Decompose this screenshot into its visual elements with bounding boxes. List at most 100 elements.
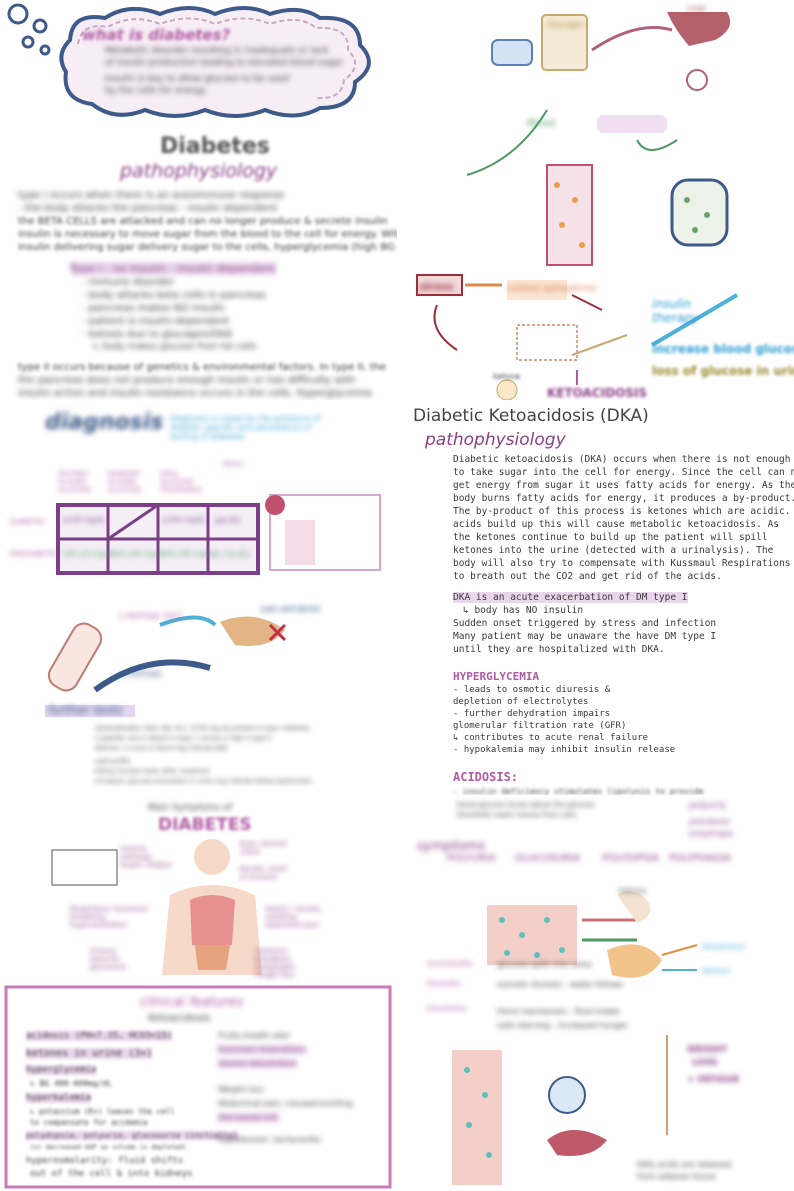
right-list-4: Weight loss bbox=[218, 1085, 264, 1094]
type1-bullet-2: - body attacks beta cells in pancreas bbox=[82, 290, 266, 301]
right-list-6: Decreased LOC bbox=[218, 1113, 280, 1122]
body-figure bbox=[4, 839, 392, 1189]
type1-line-2: - the body attacks the pancreas - insuli… bbox=[18, 203, 278, 214]
col-head-2: RANDOM PLASMA GLUCOSE bbox=[108, 470, 142, 494]
symptoms-head-small: Main Symptoms of bbox=[148, 803, 232, 813]
diagnosis-note: Diagnosis is made by the presence of dia… bbox=[170, 414, 321, 441]
body-label-6: Urinary: polyuria, glucosuria bbox=[90, 947, 127, 971]
symptom-4: POLYPHAGIA bbox=[669, 853, 732, 864]
header-line-2: threshold, water moves from cells bbox=[457, 811, 577, 819]
test-label-3: GAD ANTIBODY bbox=[260, 605, 322, 614]
type1-bullet-3: - pancreas makes NO insulin bbox=[82, 303, 225, 314]
dka-para-2: to take sugar into the cell for energy. … bbox=[453, 467, 794, 478]
increase-glucose-label: increase blood glucose bbox=[652, 342, 794, 356]
col-head-1: FASTING PLASMA GLUCOSE bbox=[58, 470, 92, 494]
dka-line-3: Sudden onset triggered by stress and inf… bbox=[453, 618, 717, 629]
page-title: Diabetes bbox=[160, 134, 270, 159]
test-label-2: C-PEPTIDE bbox=[120, 670, 162, 679]
left-list-5: hyperkalemia bbox=[26, 1093, 92, 1103]
cell-2-4: 5.7-6.4% bbox=[214, 550, 250, 559]
flow-text-1: glucose spills into urine bbox=[497, 960, 592, 969]
diagram-label-glycogen: Glycogen bbox=[547, 20, 585, 29]
type2-line-3: insulin action and insulin resistance oc… bbox=[18, 388, 372, 399]
dka-para-7: the ketones continue to build up the pat… bbox=[453, 532, 768, 543]
type1-bullet-1: - immune disorder bbox=[82, 277, 175, 288]
row-head-1: DIABETES bbox=[10, 518, 45, 526]
top-right-2: polydipsia bbox=[689, 817, 730, 826]
dka-para-8: ketones into the urine (detected with a … bbox=[453, 545, 774, 556]
body-label-5: Gastric: nausea, vomiting, abdominal pai… bbox=[265, 905, 322, 929]
body-label-3: Breath: smell of acetone bbox=[240, 865, 287, 881]
type1-bullet-4: - patient is insulin-dependent bbox=[82, 316, 229, 327]
dka-line-1: DKA is an acute exacerbation of DM type … bbox=[453, 592, 688, 603]
hyper-line-4: glomerular filtration rate (GFR) bbox=[453, 721, 627, 731]
ketoacidosis-label: KETOACIDOSIS bbox=[547, 386, 648, 400]
left-list-3: hyperglycemia bbox=[26, 1065, 97, 1075]
type2-line-1: type II occurs because of genetics & env… bbox=[18, 362, 387, 373]
type1-bullet-6: ↳ body makes glucose from fat cells bbox=[92, 342, 257, 352]
weight-3: + FATIGUE bbox=[687, 1075, 740, 1085]
hyper-line-6: - hypokalemia may inhibit insulin releas… bbox=[453, 745, 676, 755]
type1-line-5: insulin delivering sugar delivery sugar … bbox=[18, 242, 397, 253]
ketone-label: ketone bbox=[493, 372, 521, 381]
box-subtitle: Ketoacidosis bbox=[148, 1013, 211, 1024]
left-list-7: to compensate for acidemia bbox=[30, 1118, 148, 1127]
box-title: clinical features bbox=[140, 995, 244, 1010]
cloud-decoration bbox=[7, 3, 371, 118]
cell-2-2: 140-199 mg/dL bbox=[112, 550, 166, 558]
cloud-line-1: Metabolic disorder resulting in inadequa… bbox=[105, 46, 329, 56]
quadrant-dka: Diabetic Ketoacidosis (DKA) pathophysiol… bbox=[397, 400, 794, 795]
acidosis-heading: ACIDOSIS: bbox=[453, 770, 519, 784]
dka-title: Diabetic Ketoacidosis (DKA) bbox=[413, 406, 649, 426]
loss-glucose-label: loss of glucose in urine bbox=[652, 364, 794, 378]
cell-1-3: ≥200 mg/dL bbox=[162, 516, 206, 524]
body-label-1: Central: Lethargy, stupor, fatigue bbox=[120, 845, 172, 869]
dka-subtitle: pathophysiology bbox=[425, 430, 566, 450]
right-list-2: Kussmaul respirations bbox=[218, 1045, 306, 1054]
right-label-1: Kidneys bbox=[619, 887, 647, 895]
left-list-6: ↳ potassium (K+) leaves the cell bbox=[30, 1107, 175, 1116]
body-label-4: Respiratory: Kussmaul breathing, hyperve… bbox=[70, 905, 148, 929]
dka-para-9: body will also try to compensate with Ku… bbox=[453, 558, 791, 569]
dka-para-5: The by-product of this process is ketone… bbox=[453, 506, 794, 517]
hyper-line-3: - further dehydration impairs bbox=[453, 709, 611, 719]
symptoms-title: symptoms bbox=[417, 839, 485, 854]
bottom-line-1: fatty acids are released bbox=[637, 1160, 732, 1169]
fine-line-5: Kidney function tests: BUN, creatinine bbox=[95, 768, 210, 775]
type1-line-3: the BETA CELLS are attacked and can no l… bbox=[18, 216, 388, 227]
fine-line-1: Autoantibodies: GAD, IAA, IA-2, ZnT8 may… bbox=[95, 725, 310, 732]
quadrant-diabetes-pathophysiology: what is diabetes? Metabolic disorder res… bbox=[0, 0, 397, 400]
dka-para-3: get energy from sugar it uses fatty acid… bbox=[453, 480, 794, 491]
diagram-label-blood: Blood bbox=[527, 118, 556, 129]
right-label-3: Ketones bbox=[702, 967, 730, 975]
cell-2-3: 140-199 mg/dL bbox=[162, 550, 216, 558]
cell-1-4: ≥6.5% bbox=[214, 516, 242, 525]
dka-line-4: Many patient may be unaware the have DM … bbox=[453, 631, 717, 642]
right-list-5: Abdominal pain, nausea/vomiting bbox=[218, 1099, 353, 1108]
glucose-flow-diagram bbox=[416, 12, 739, 400]
fine-line-4: Lipid profile bbox=[95, 758, 131, 765]
diagnosis-diagram bbox=[45, 494, 381, 717]
cloud-line-4: by the cells for energy bbox=[105, 86, 207, 96]
symptom-3: POLYDIPSIA bbox=[602, 853, 660, 864]
symptom-1: POLYURIA bbox=[447, 853, 496, 864]
hyperglycemia-heading: HYPERGLYCEMIA bbox=[453, 670, 540, 683]
acidosis-line: - insulin deficiency stimulates lipolysi… bbox=[453, 787, 704, 795]
dka-line-5: until they are hospitalized with DKA. bbox=[453, 644, 665, 655]
cell-2-1: 100-125 mg/dL bbox=[62, 550, 116, 558]
cloud-line-2: of insulin production leading to elevate… bbox=[105, 58, 344, 68]
symptom-flow-diagram bbox=[452, 891, 698, 1185]
left-list-4: ↳ BG 400-600mg/dL bbox=[30, 1079, 112, 1088]
top-right-3: polyphagia bbox=[689, 829, 734, 838]
page-subtitle: pathophysiology bbox=[120, 160, 278, 182]
quadrant-glucose-diagram: insulin therapy increase blood glucose l… bbox=[397, 0, 794, 400]
test-label-1: C-PEPTIDE TEST bbox=[118, 612, 183, 621]
quadrant-diagnosis: diagnosis Diagnosis is made by the prese… bbox=[0, 400, 397, 795]
hyper-line-1: - leads to osmotic diuresis & bbox=[453, 685, 611, 695]
type1-bullet-5: - ketosis due to glucagon/DKA bbox=[82, 329, 233, 340]
header-line-1: blood glucose levels above the glucose bbox=[457, 801, 595, 809]
left-list-2: ketones in urine (3+) bbox=[26, 1048, 153, 1059]
type2-line-2: the pancreas does not produce enough ins… bbox=[18, 375, 356, 386]
fine-line-6: Urinalysis: glucose and protein in urine… bbox=[95, 778, 312, 785]
dka-para-4: body burns fatty acids for energy, it pr… bbox=[453, 493, 794, 504]
